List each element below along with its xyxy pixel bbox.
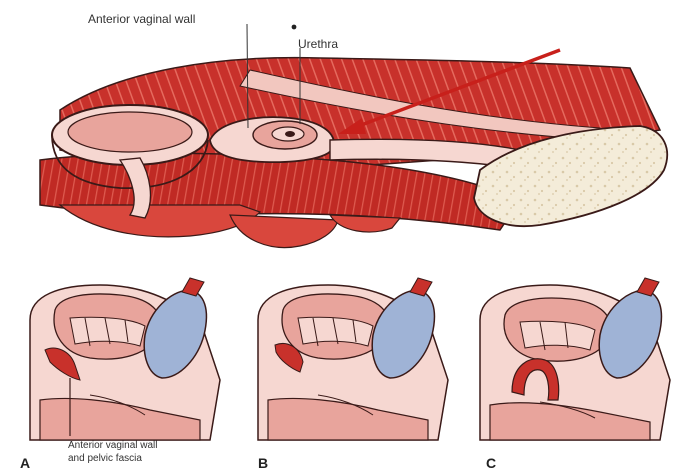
label-anterior-vaginal-wall: Anterior vaginal wall <box>88 12 195 26</box>
panel-c-ureter <box>637 278 659 296</box>
panel-label-c: C <box>486 455 496 471</box>
panel-label-b: B <box>258 455 268 471</box>
label-fascia-line2: and pelvic fascia <box>68 453 142 465</box>
label-fascia-line1: Anterior vaginal wall <box>68 440 158 452</box>
muscle-lobe-3 <box>330 215 400 232</box>
panel-c-illustration <box>480 278 670 440</box>
panel-label-a: A <box>20 455 30 471</box>
panel-c-fold <box>520 321 595 350</box>
left-tube-ring-inner <box>68 112 192 152</box>
label-urethra: Urethra <box>298 37 338 51</box>
top-perineal-illustration <box>40 24 667 248</box>
muscle-lobe-1 <box>60 205 260 237</box>
panel-b-illustration <box>258 278 448 440</box>
urethra-label-dot <box>292 25 297 30</box>
muscle-lobe-2 <box>230 215 338 248</box>
panel-a-ureter <box>182 278 204 296</box>
panel-a-illustration <box>30 278 220 440</box>
urethra-lumen <box>285 131 295 137</box>
panel-b-ureter <box>410 278 432 296</box>
